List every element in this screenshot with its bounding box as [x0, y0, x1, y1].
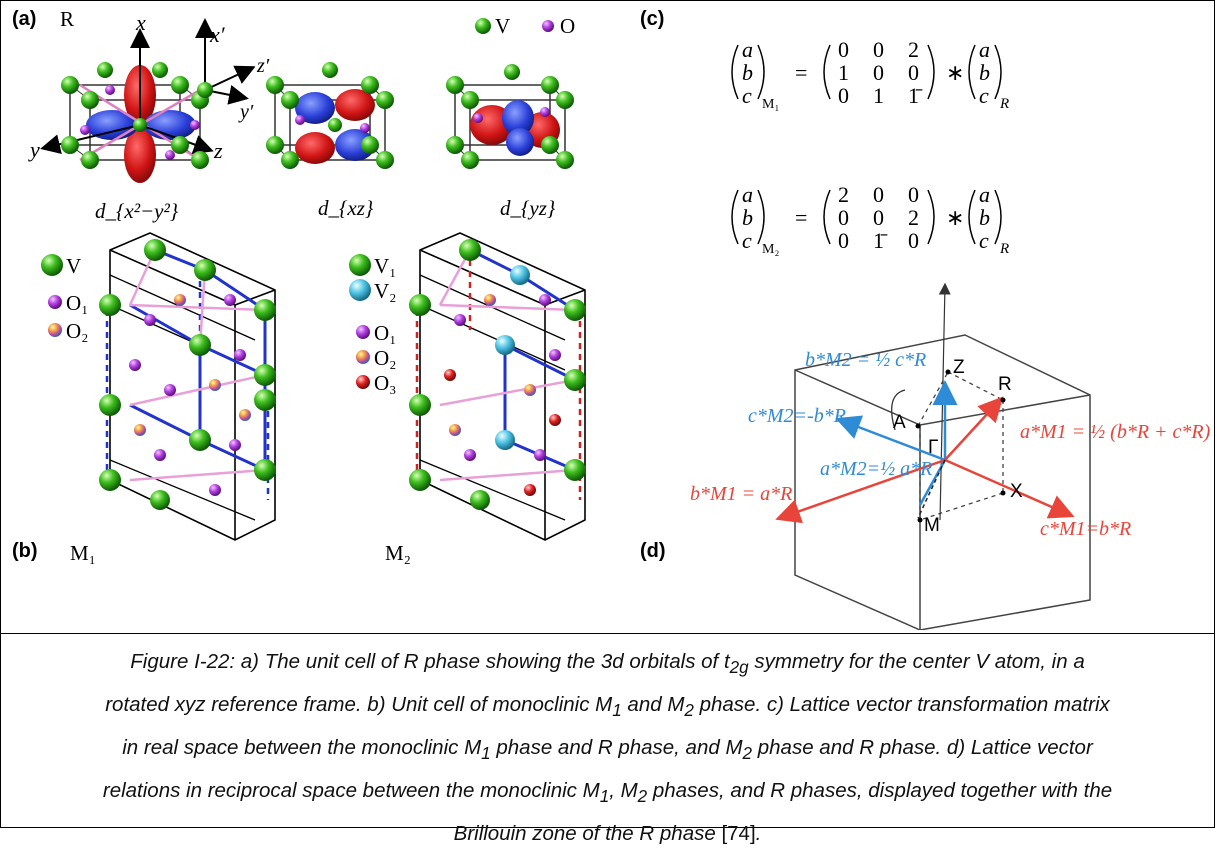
panel-ab-illustration: x x′ z′ y′ y z d_{x²−y²} d_{xz}: [28, 10, 586, 565]
m2-label: M₂: [385, 541, 411, 565]
caption-line-4: relations in reciprocal space between th…: [102, 779, 1113, 807]
caption-line-2: rotated xyz reference frame. b) Unit cel…: [105, 693, 1110, 721]
m2-structure: [409, 232, 586, 541]
label-c-m2: c*M2=-b*R: [748, 405, 846, 427]
label-c-m1: c*M1=b*R: [1040, 518, 1131, 540]
legend-m2-o3-dot: [356, 375, 370, 389]
axis-x: x: [135, 10, 146, 35]
label-a-m1: a*M1 = ½ (b*R + c*R): [1020, 421, 1211, 443]
legend-m2-v1: V₁: [374, 254, 397, 278]
legend-m1-v-dot: [41, 254, 63, 276]
axis-z: z: [213, 138, 223, 163]
legend-v-dot: [475, 18, 491, 34]
legend-m1-o2-dot: [48, 323, 62, 337]
axis-y: y: [28, 137, 40, 162]
point-gamma: Γ: [928, 437, 938, 458]
point-a: A: [893, 412, 906, 433]
legend-m1-o1-dot: [48, 295, 62, 309]
r-cell-dyz: [446, 64, 574, 169]
panel-d-label: (d): [640, 540, 666, 562]
label-b-m2: b*M2 = ½ c*R: [805, 349, 926, 371]
legend-m2-o2: O₂: [374, 346, 397, 370]
legend-m2-o3: O₃: [374, 371, 397, 395]
legend-o-dot: [542, 20, 554, 32]
panel-a-label: (a): [12, 8, 37, 30]
bz-points: [915, 369, 1006, 523]
caption-line-1: Figure I-22: a) The unit cell of R phase…: [130, 650, 1085, 678]
arrow-a-m1: [944, 396, 1004, 461]
panel-b-label: (b): [12, 540, 38, 562]
legend-v-text: V: [495, 14, 510, 38]
m1-label: M₁: [70, 541, 96, 565]
arrow-b-m1: [775, 458, 946, 524]
angle-arc: [891, 389, 906, 431]
label-a-m2: a*M2=½ a*R: [820, 458, 932, 480]
legend-o-text: O: [560, 14, 575, 38]
caption-reference[interactable]: [74]: [721, 822, 756, 846]
legend-m2-o1: O₁: [374, 321, 397, 345]
point-x: X: [1010, 481, 1023, 502]
panel-c-label: (c): [640, 8, 665, 30]
orbital-label-dxz: d_{xz}: [318, 196, 374, 220]
gamma-m-dash: [917, 459, 946, 519]
m1-structure: [99, 232, 276, 541]
orbital-label-dyz: d_{yz}: [500, 196, 556, 220]
axis-yprime: y′: [238, 101, 254, 123]
caption-line-5: Brillouin zone of the R phase [74].: [453, 822, 762, 846]
legend-m1-v: V: [66, 254, 81, 278]
legend-m2-o2-dot: [356, 350, 370, 364]
legend-m1-o1: O₁: [66, 291, 89, 315]
figure-caption: Figure I-22: a) The unit cell of R phase…: [0, 643, 1215, 852]
figure-frame: [0, 0, 1215, 828]
point-z: Z: [953, 357, 965, 378]
r-cell-dx2y2: [40, 18, 256, 183]
label-b-m1: b*M1 = a*R: [690, 483, 792, 505]
point-r: R: [998, 374, 1012, 395]
caption-divider: [0, 633, 1215, 634]
r-cell-dxz: [266, 62, 394, 169]
legend-m2-v1-dot: [349, 254, 371, 276]
caption-line-3: in real space between the monoclinic M1 …: [122, 736, 1093, 764]
arrow-c-m1: [944, 458, 1075, 519]
axis-xprime: x′: [209, 22, 226, 47]
orbital-label-dx2y2: d_{x²−y²}: [95, 199, 179, 223]
legend-m1-o2: O₂: [66, 319, 89, 343]
panel-a-phase: R: [60, 7, 75, 31]
panel-d-brillouin-zone: Z R A Γ X M b*M2 = ½ c*R c*M2=-b*R a*M2=…: [690, 282, 1211, 630]
arrow-c-m2: [835, 415, 946, 462]
legend-m2-v2-dot: [349, 279, 371, 301]
legend-m2-v2: V₂: [374, 279, 397, 303]
point-m: M: [924, 515, 940, 536]
legend-m2-o1-dot: [356, 325, 370, 339]
axis-zprime: z′: [256, 55, 270, 77]
